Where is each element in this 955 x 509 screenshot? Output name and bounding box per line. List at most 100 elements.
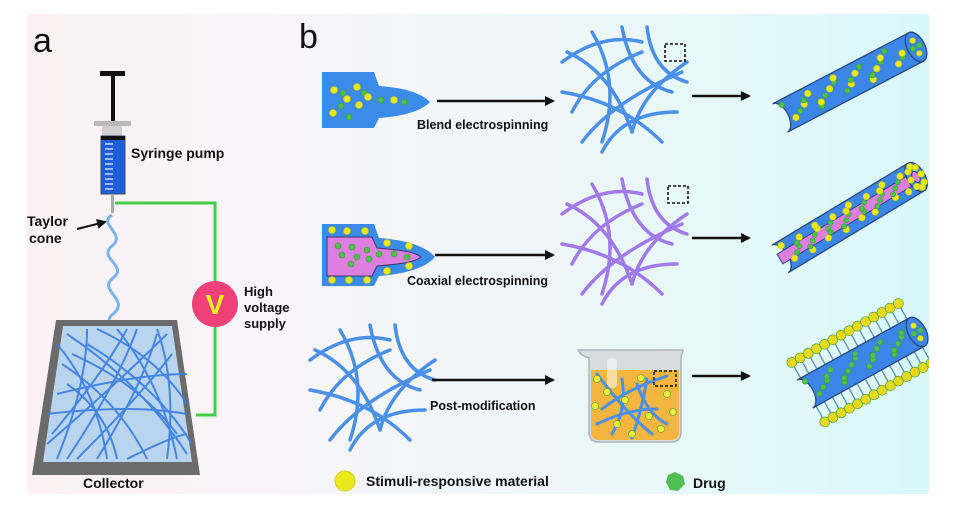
ligand-stalk — [842, 338, 851, 352]
fiber-network-blend — [560, 25, 689, 154]
blend-fiber-tube-icon — [772, 31, 928, 133]
drug-particle — [894, 179, 901, 186]
drug-particle — [843, 217, 850, 224]
collector-fiber — [116, 328, 178, 460]
voltage-label-line2: voltage — [244, 300, 290, 315]
drug-particle — [869, 72, 876, 79]
ligand-stalk — [921, 346, 929, 360]
fiber-strand — [610, 377, 625, 436]
legend: Stimuli-responsive material Drug — [334, 470, 726, 492]
cap-particle — [909, 45, 916, 52]
drug-particle — [881, 48, 888, 55]
ligand-stalk — [817, 351, 827, 366]
drug-particle — [874, 203, 881, 209]
ligand-stalk — [839, 391, 849, 406]
stimuli-particle — [343, 227, 351, 235]
fiber-strand — [600, 110, 679, 154]
cap-particle — [907, 176, 915, 184]
ligand-stalk — [823, 400, 832, 415]
drug-particle — [855, 63, 863, 70]
drug-particle — [827, 219, 834, 226]
drug-particle — [807, 243, 814, 250]
stimuli-particle — [876, 54, 884, 62]
figure-panel: a Syringe pump Taylor cone V High voltag… — [27, 14, 929, 494]
drug-particle — [400, 98, 408, 106]
stimuli-particle — [827, 412, 839, 423]
fiber-strand — [645, 177, 689, 236]
fiber-strand — [308, 335, 392, 362]
stimuli-particle — [811, 343, 822, 355]
collector-fiber — [56, 343, 108, 460]
stimuli-particle — [645, 412, 653, 420]
stimuli-particle — [390, 96, 398, 104]
coaxial-nozzle-icon — [322, 224, 435, 286]
stimuli-particle — [343, 95, 351, 103]
drug-particle — [840, 223, 847, 230]
stimuli-particle — [894, 60, 903, 68]
stimuli-particle — [878, 181, 886, 189]
fiber-network-post — [308, 323, 437, 452]
drug-particle — [334, 242, 342, 250]
ligand-stalk — [896, 359, 906, 374]
fiber-strand — [565, 50, 634, 134]
blend-nozzle-icon — [322, 72, 430, 128]
stimuli-particle — [873, 65, 881, 73]
stimuli-particle — [885, 380, 896, 391]
ligand-stalk — [864, 377, 873, 392]
stimuli-particle — [361, 227, 369, 235]
collector-fiber — [61, 363, 148, 460]
stimuli-particle — [876, 187, 884, 195]
stimuli-particle — [405, 262, 413, 270]
fiber-strand — [645, 25, 689, 84]
cap-particle — [917, 335, 924, 342]
drug-particle — [802, 378, 809, 385]
drug-particle — [873, 345, 880, 352]
syringe-pump-label: Syringe pump — [131, 145, 224, 161]
stimuli-particle — [868, 389, 880, 401]
drug-particle — [848, 361, 855, 368]
fiber-strand — [595, 372, 654, 436]
drug-particle — [348, 243, 356, 251]
ligand-stalk — [801, 361, 810, 375]
taylor-cone-label-line2: cone — [29, 230, 62, 246]
fiber-strand — [600, 262, 679, 306]
cap-particle — [910, 330, 917, 337]
ligand-stalk — [856, 382, 865, 397]
stimuli-particle — [613, 420, 621, 428]
fiber-network-coaxial — [560, 177, 689, 306]
stimuli-particle — [345, 276, 353, 284]
beaker-icon — [576, 349, 684, 443]
collector-fiber — [71, 353, 178, 435]
fiber-strand — [560, 37, 644, 64]
stimuli-particle — [811, 221, 819, 229]
drug-particle — [876, 197, 883, 203]
ligand-stalk — [809, 356, 818, 371]
stimuli-particle — [917, 362, 929, 373]
stimuli-particle — [603, 388, 611, 396]
stimuli-particle — [637, 374, 645, 382]
legend-drug-swatch — [666, 472, 685, 491]
drug-particle — [823, 373, 830, 380]
stimuli-particle — [824, 234, 832, 242]
cap-particle — [916, 50, 923, 57]
stimuli-particle — [795, 233, 803, 241]
stimuli-particle — [355, 101, 363, 109]
stimuli-particle — [383, 267, 391, 275]
collector-label: Collector — [83, 475, 144, 491]
voltage-label-line3: supply — [244, 316, 287, 331]
drug-particle — [858, 205, 865, 212]
stimuli-particle — [868, 311, 880, 323]
stimuli-particle — [896, 172, 904, 180]
stimuli-particle — [364, 93, 372, 101]
drug-particle — [891, 347, 898, 354]
stimuli-particle — [871, 208, 879, 216]
ligand-stalk — [847, 387, 857, 401]
drug-particle — [363, 246, 371, 254]
stimuli-particle — [353, 83, 361, 91]
stimuli-particle — [893, 375, 904, 387]
drug-particle — [347, 260, 355, 268]
stimuli-particle — [819, 338, 830, 350]
collector-icon — [32, 320, 200, 475]
stimuli-particle — [835, 329, 847, 341]
drug-particle — [800, 96, 807, 104]
